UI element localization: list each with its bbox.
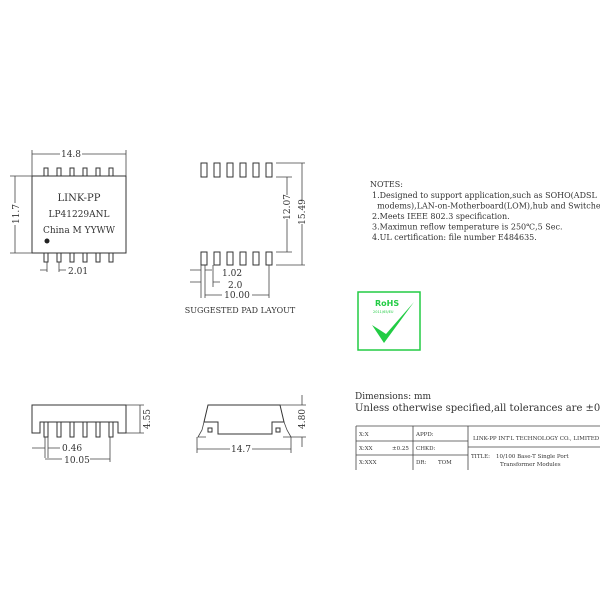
dim-side-height: 4.55 xyxy=(143,409,153,429)
date-code-marking: China M YYWW xyxy=(43,226,116,236)
title-block: X:X X:XX ±0.25 X:XXX APPD: CHKD: DR: TOM… xyxy=(355,425,600,470)
top-view: LINK-PP LP41229ANL China M YYWW 14.8 11.… xyxy=(9,150,127,277)
dim-pitch: 2.01 xyxy=(68,267,88,277)
svg-text:RoHS: RoHS xyxy=(375,299,399,308)
pin xyxy=(56,167,62,177)
units-note: Dimensions: mm xyxy=(355,392,432,402)
note-line: 2.Meets IEEE 802.3 specification. xyxy=(372,212,510,221)
note-line: 3.Maximun reflow temperature is 250℃,5 S… xyxy=(372,223,563,232)
svg-text:APPD:: APPD: xyxy=(415,432,434,438)
notes-heading: NOTES: xyxy=(370,180,403,189)
dim-end-width: 14.7 xyxy=(231,445,251,455)
pad xyxy=(200,162,208,178)
pin xyxy=(56,421,62,438)
pad xyxy=(226,162,234,178)
rohs-logo: RoHS 2011/65/EU xyxy=(357,291,421,351)
note-line: modems),LAN-on-Motherboard(LOM),hub and … xyxy=(372,202,600,211)
side-view: 4.55 0.46 10.05 xyxy=(31,404,153,466)
pin xyxy=(56,252,62,263)
brand-marking: LINK-PP xyxy=(58,193,101,204)
svg-text:DR:: DR: xyxy=(416,460,427,466)
pad xyxy=(213,251,221,266)
tolerance-note: Unless otherwise specified,all tolerance… xyxy=(355,403,600,414)
dim-pad-span: 10.00 xyxy=(224,291,250,301)
pin1-dot xyxy=(44,238,50,244)
pin xyxy=(69,252,75,263)
pin xyxy=(82,252,88,263)
pin xyxy=(95,167,101,177)
notes: NOTES: 1.Designed to support application… xyxy=(370,180,600,242)
pin xyxy=(43,421,49,438)
svg-text:2011/65/EU: 2011/65/EU xyxy=(373,310,394,314)
dim-height: 11.7 xyxy=(12,204,22,224)
pin xyxy=(69,421,75,438)
company-name: LINK-PP INT'L TECHNOLOGY CO., LIMITED xyxy=(473,436,600,442)
dim-width: 14.8 xyxy=(61,150,81,160)
pin xyxy=(69,167,75,177)
svg-text:X:X: X:X xyxy=(359,432,369,438)
svg-text:TITLE:: TITLE: xyxy=(471,454,490,460)
pin xyxy=(95,252,101,263)
end-view: 4.80 14.7 xyxy=(196,395,308,455)
pin xyxy=(108,421,114,438)
dim-pin-width: 0.46 xyxy=(62,444,82,454)
note-line: 4.UL certification: file number E484635. xyxy=(372,233,537,242)
pin xyxy=(95,421,101,438)
pad-layout: 12.07 15.49 1.02 2.0 10.00 SUGGESTED PAD… xyxy=(185,162,308,315)
dim-end-height: 4.80 xyxy=(298,409,308,429)
pin xyxy=(82,167,88,177)
pad xyxy=(239,162,247,178)
dim-side-span: 10.05 xyxy=(64,456,90,466)
dim-inner: 12.07 xyxy=(283,194,293,220)
pin xyxy=(82,421,88,438)
note-line: 1.Designed to support application,such a… xyxy=(372,191,597,200)
pad xyxy=(265,162,273,178)
drawing-title: 10/100 Base-T Single Port xyxy=(496,454,569,460)
check-icon xyxy=(372,302,414,343)
svg-text:X:XX: X:XX xyxy=(359,446,373,452)
pad xyxy=(200,251,208,266)
part-number-marking: LP41229ANL xyxy=(48,210,109,220)
pin xyxy=(43,252,49,263)
dim-pad-pitch: 2.0 xyxy=(228,281,243,291)
svg-text:TOM: TOM xyxy=(438,460,452,466)
drawing-title-2: Transformer Modules xyxy=(500,462,561,468)
dim-outer: 15.49 xyxy=(298,199,308,225)
pad xyxy=(213,162,221,178)
dim-pad-width: 1.02 xyxy=(222,269,242,279)
svg-text:±0.25: ±0.25 xyxy=(392,446,409,452)
pin xyxy=(108,167,114,177)
pad xyxy=(252,162,260,178)
svg-text:CHKD:: CHKD: xyxy=(416,446,436,452)
pad xyxy=(239,251,247,266)
pin xyxy=(108,252,114,263)
svg-text:X:XXX: X:XXX xyxy=(359,460,377,466)
pad xyxy=(265,251,273,266)
pad xyxy=(226,251,234,266)
pad xyxy=(252,251,260,266)
pad-layout-title: SUGGESTED PAD LAYOUT xyxy=(185,306,296,315)
pin xyxy=(43,167,49,177)
